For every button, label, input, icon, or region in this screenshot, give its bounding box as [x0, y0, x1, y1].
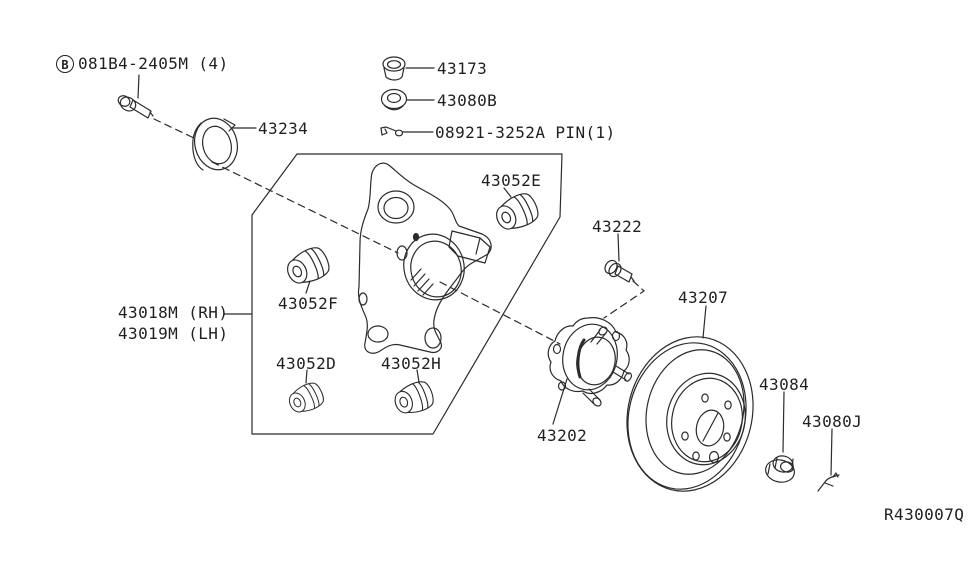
- bolt-081b4-drawing: [117, 95, 154, 119]
- pin-drawing: [380, 126, 404, 137]
- bushing-f-drawing: [281, 243, 334, 290]
- hub-drawing: [547, 317, 633, 407]
- grease-cap-drawing: [382, 56, 406, 81]
- bushing-e-drawing: [490, 189, 543, 236]
- part-label-43207[interactable]: 43207: [678, 288, 729, 307]
- bushing-h-drawing: [390, 378, 437, 419]
- clip-drawing: [817, 472, 840, 492]
- part-label-43052f[interactable]: 43052F: [278, 294, 339, 313]
- part-label-43084[interactable]: 43084: [759, 375, 810, 394]
- callout-bolt-b[interactable]: B 081B4-2405M (4): [56, 54, 229, 73]
- knuckle-drawing: [357, 162, 492, 354]
- nut-drawing: [765, 455, 795, 483]
- part-label-43222[interactable]: 43222: [592, 217, 643, 236]
- part-label-43080b[interactable]: 43080B: [437, 91, 498, 110]
- detail-box-outline: [251, 153, 563, 435]
- part-label-43052h[interactable]: 43052H: [381, 354, 442, 373]
- part-label-43052e[interactable]: 43052E: [481, 171, 542, 190]
- part-label-43052d[interactable]: 43052D: [276, 354, 337, 373]
- part-label-43173[interactable]: 43173: [437, 59, 488, 78]
- dust-shield-drawing: [192, 117, 238, 171]
- part-label-43019m-lh[interactable]: 43019M (LH): [118, 324, 229, 343]
- part-label-08921-pin[interactable]: 08921-3252A PIN(1): [435, 123, 616, 142]
- circled-b-marker: B: [56, 54, 74, 73]
- part-label-43234[interactable]: 43234: [258, 119, 309, 138]
- rotor-drawing: [626, 336, 754, 492]
- part-label-081b4: 081B4-2405M (4): [78, 54, 229, 73]
- diagram-reference-code: R430007Q: [884, 505, 965, 524]
- part-label-43202[interactable]: 43202: [537, 426, 588, 445]
- leader-lines: [137, 67, 833, 476]
- part-label-43018m-rh[interactable]: 43018M (RH): [118, 303, 229, 322]
- bushing-d-drawing: [284, 379, 328, 418]
- washer-drawing: [380, 88, 408, 111]
- part-label-43080j[interactable]: 43080J: [802, 412, 863, 431]
- centerline-dashed: [153, 118, 645, 345]
- bolt-43222-drawing: [604, 259, 635, 283]
